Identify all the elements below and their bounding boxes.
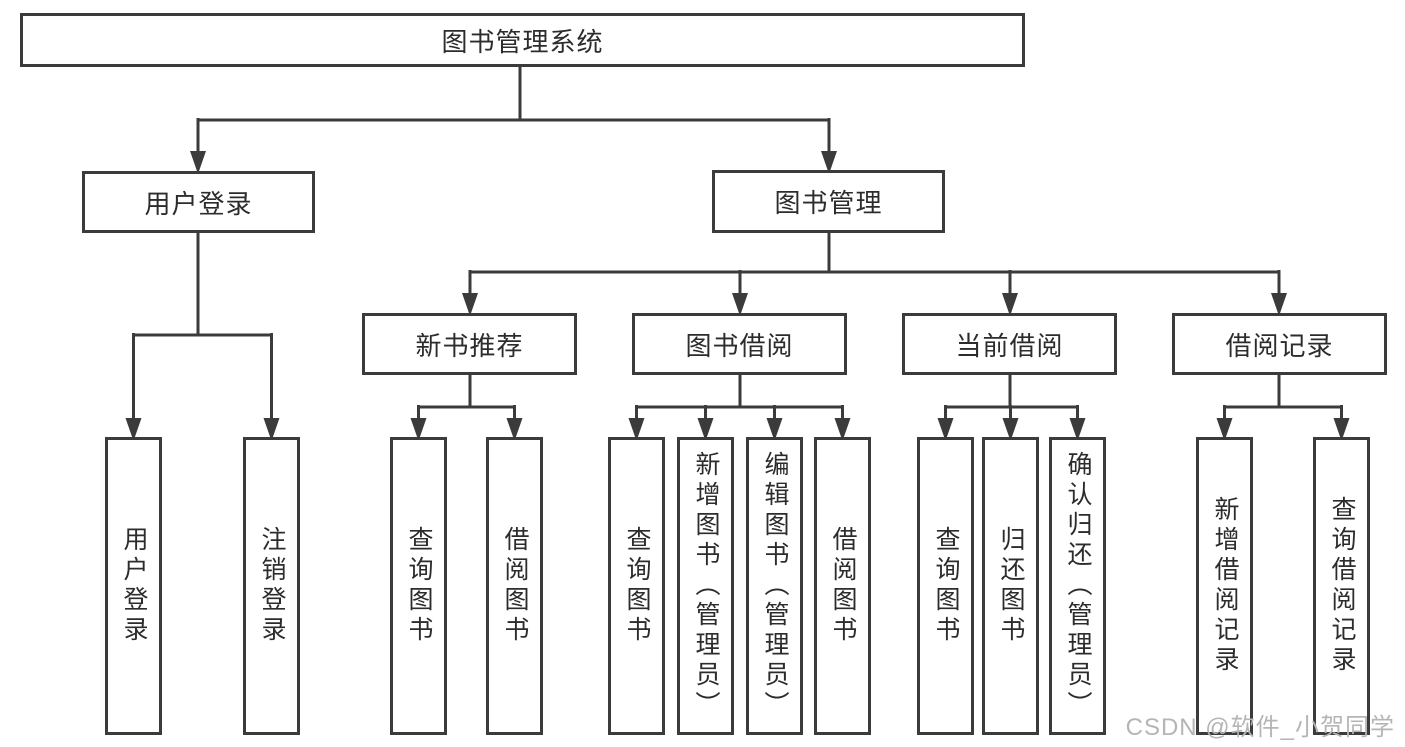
leaf-query-books-recommend: 查询图书 xyxy=(390,437,447,735)
node-new-book-recommend: 新书推荐 xyxy=(362,313,577,375)
leaf-user-login-label: 用户登录 xyxy=(120,526,148,646)
leaf-edit-books-admin: 编辑图书（管理员） xyxy=(746,437,803,735)
leaf-add-borrow-record-label: 新增借阅记录 xyxy=(1211,496,1239,676)
arrowheads xyxy=(125,151,1350,441)
leaf-edit-books-admin-label: 编辑图书（管理员） xyxy=(761,451,789,721)
leaf-query-borrow-record-label: 查询借阅记录 xyxy=(1328,496,1356,676)
leaf-borrow-books-recommend: 借阅图书 xyxy=(486,437,543,735)
leaf-confirm-return-admin: 确认归还（管理员） xyxy=(1049,437,1106,735)
leaf-add-borrow-record: 新增借阅记录 xyxy=(1196,437,1253,735)
leaf-query-books-current-label: 查询图书 xyxy=(932,526,960,646)
leaf-add-books-admin: 新增图书（管理员） xyxy=(677,437,734,735)
leaf-query-books-recommend-label: 查询图书 xyxy=(405,526,433,646)
leaf-confirm-return-admin-label: 确认归还（管理员） xyxy=(1064,451,1092,721)
leaf-query-borrow-record: 查询借阅记录 xyxy=(1313,437,1370,735)
leaf-user-login: 用户登录 xyxy=(105,437,162,735)
leaf-borrow-books: 借阅图书 xyxy=(814,437,871,735)
node-book-management: 图书管理 xyxy=(712,170,945,233)
leaf-logout-label: 注销登录 xyxy=(258,526,286,646)
leaf-query-books-borrowing: 查询图书 xyxy=(608,437,665,735)
node-user-login: 用户登录 xyxy=(82,171,315,233)
node-book-borrowing: 图书借阅 xyxy=(632,313,847,375)
leaf-add-books-admin-label: 新增图书（管理员） xyxy=(692,451,720,721)
leaf-return-books-label: 归还图书 xyxy=(997,526,1025,646)
csdn-watermark: CSDN @软件_小贺同学 xyxy=(1125,714,1395,741)
node-borrowing-records: 借阅记录 xyxy=(1172,313,1387,375)
connector-stems xyxy=(132,67,1343,424)
leaf-logout: 注销登录 xyxy=(243,437,300,735)
node-library-management-system: 图书管理系统 xyxy=(20,13,1025,67)
leaf-borrow-books-label: 借阅图书 xyxy=(829,526,857,646)
leaf-return-books: 归还图书 xyxy=(982,437,1039,735)
leaf-query-books-current: 查询图书 xyxy=(917,437,974,735)
leaf-borrow-books-recommend-label: 借阅图书 xyxy=(501,526,529,646)
leaf-query-books-borrowing-label: 查询图书 xyxy=(623,526,651,646)
node-current-borrowing: 当前借阅 xyxy=(902,313,1117,375)
